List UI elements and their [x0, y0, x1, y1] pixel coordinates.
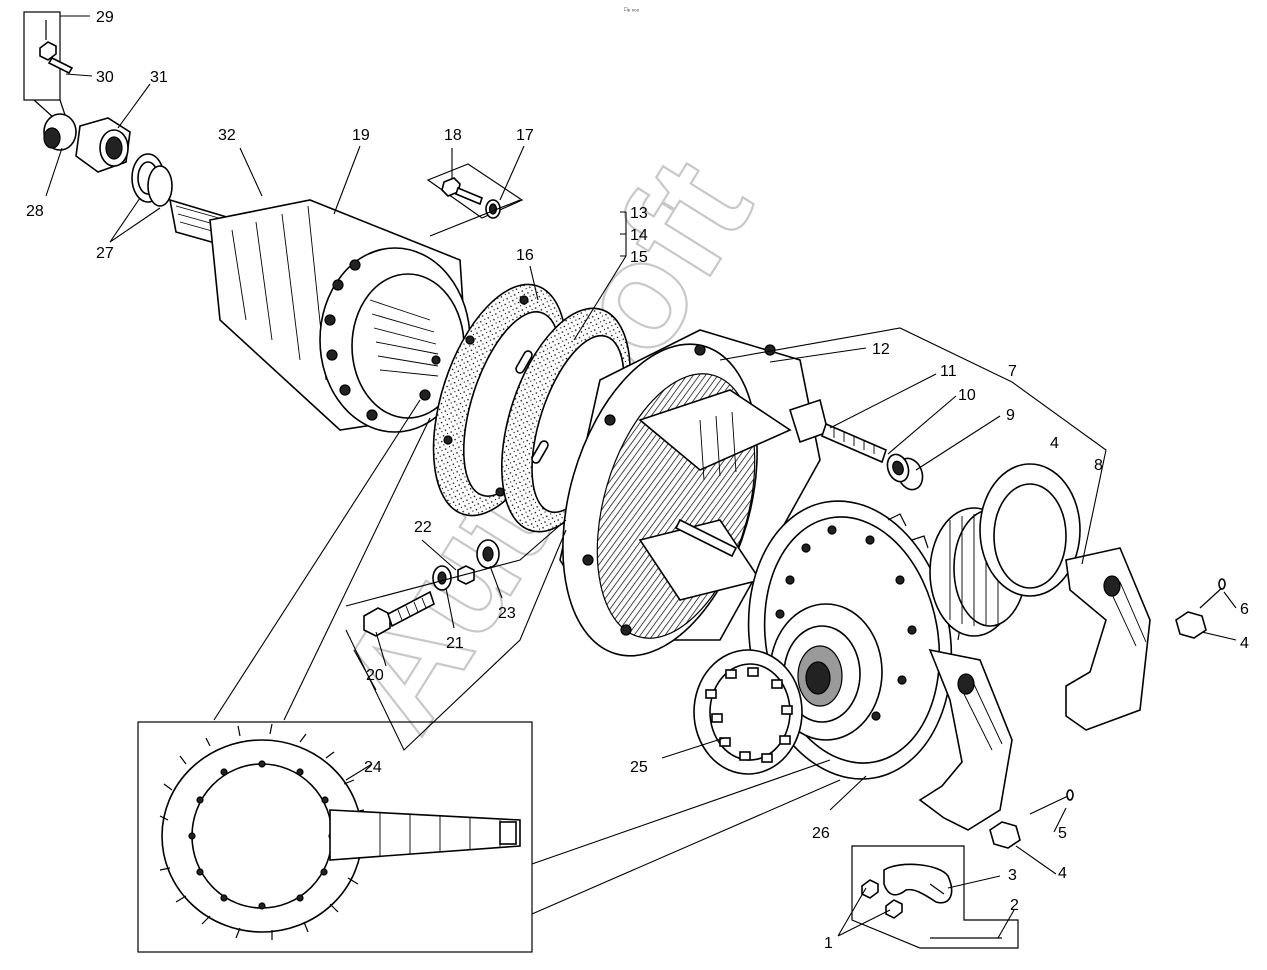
callout-5: 5	[1058, 825, 1067, 842]
bolt-shank-30	[47, 56, 74, 75]
callout-1: 1	[824, 935, 833, 952]
differential-carrier-12	[559, 329, 829, 657]
bolt-and-cap-group	[23, 11, 173, 207]
callout-10: 10	[958, 387, 976, 404]
washer-27b	[147, 165, 173, 207]
bolt-bracket-box	[23, 11, 61, 101]
castle-nut-4-lower	[989, 789, 1074, 849]
pinion-housing-19	[168, 198, 471, 433]
callout-4-right: 4	[1240, 635, 1249, 652]
callout-31: 31	[150, 69, 168, 86]
bolt-18-bracket	[426, 163, 524, 219]
inset-box-24	[137, 721, 533, 953]
callout-18: 18	[444, 127, 462, 144]
callout-9: 9	[1006, 407, 1015, 424]
callout-26: 26	[812, 825, 830, 842]
bolt-18-washer-17	[426, 163, 524, 219]
callout-11: 11	[940, 363, 957, 380]
callout-3: 3	[1008, 867, 1017, 884]
screw-1a	[861, 879, 879, 899]
callout-4-bottom: 4	[1058, 865, 1067, 882]
callout-labels: 29 30 31 28 27 32 19 18 17 16 13 14 15 1…	[26, 9, 1249, 952]
callout-8: 8	[1094, 457, 1103, 474]
split-pin-5	[1029, 795, 1069, 815]
callout-6: 6	[1240, 601, 1249, 618]
bearing-cap-8	[1065, 547, 1151, 731]
callout-32: 32	[218, 127, 236, 144]
callout-20: 20	[366, 667, 384, 684]
callout-16: 16	[516, 247, 534, 264]
bolt-11-sleeve-9	[821, 422, 924, 491]
callout-22: 22	[414, 519, 432, 536]
callout-17: 17	[516, 127, 534, 144]
callout-21: 21	[446, 635, 464, 652]
callout-7: 7	[1008, 363, 1017, 380]
bearing-ring-8	[979, 463, 1081, 597]
callout-27: 27	[96, 245, 114, 262]
screw-1b	[885, 899, 903, 919]
callout-24: 24	[364, 759, 382, 776]
callout-14: 14	[630, 227, 648, 244]
inset-pinion-shaft	[329, 809, 521, 861]
bearing-cage-25	[693, 649, 803, 775]
callout-12: 12	[872, 341, 890, 358]
callout-19: 19	[352, 127, 370, 144]
callout-25: 25	[630, 759, 648, 776]
callout-30: 30	[96, 69, 114, 86]
leader-lines	[45, 15, 1237, 939]
callout-29: 29	[96, 9, 114, 26]
corner-mark: □₆ ₀₀₀	[624, 7, 640, 13]
callout-4-top: 4	[1050, 435, 1059, 452]
callout-15: 15	[630, 249, 648, 266]
callout-2: 2	[1010, 897, 1019, 914]
callout-23: 23	[498, 605, 516, 622]
carrier-stud	[674, 518, 738, 558]
castle-nut-4-right	[1175, 578, 1226, 639]
lock-plate-3	[883, 863, 953, 904]
inset-box-lockplate	[851, 845, 1019, 949]
callout-13: 13	[630, 205, 648, 222]
bolt-head-30	[39, 41, 57, 61]
callout-28: 28	[26, 203, 44, 220]
bearing-cap-lower	[918, 648, 1013, 831]
split-pin-6	[1199, 585, 1225, 609]
